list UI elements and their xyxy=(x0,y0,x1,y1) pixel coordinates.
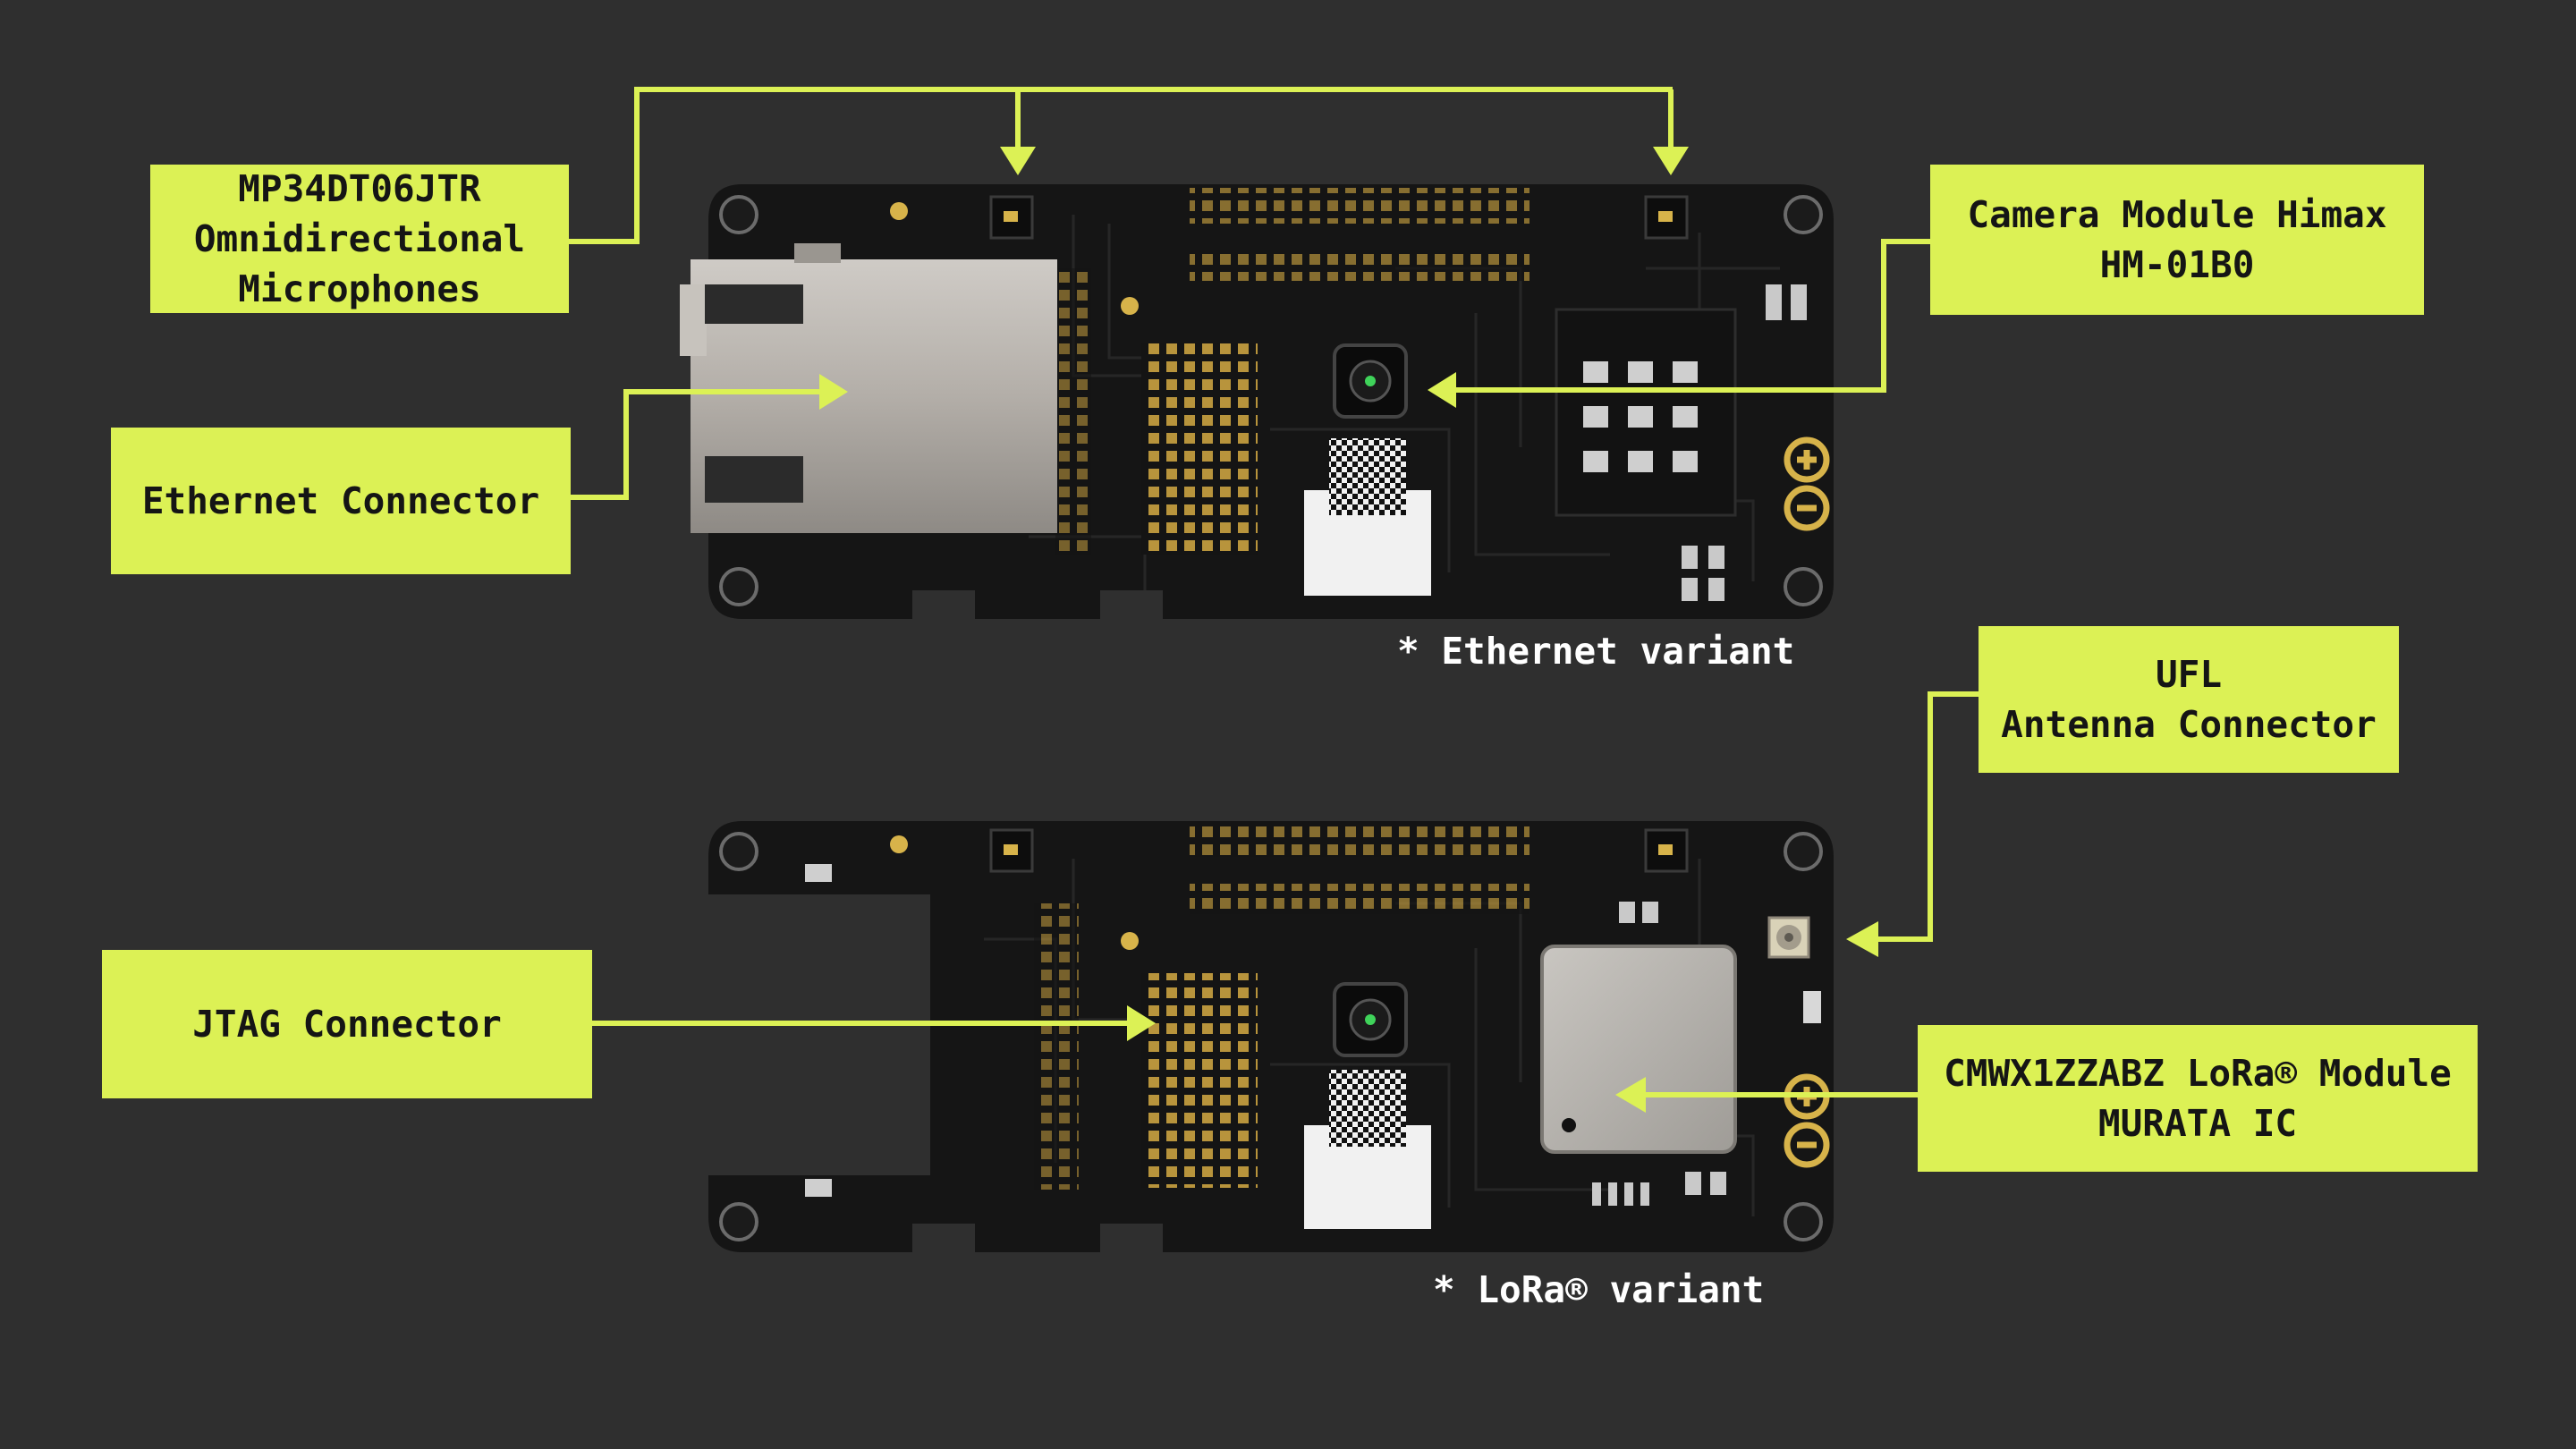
camera-label-line: Camera Module Himax xyxy=(1967,193,2387,236)
microphones-label-line: Omnidirectional xyxy=(193,217,526,260)
ethernet-variant-caption: * Ethernet variant xyxy=(1397,630,1795,673)
microphones-label-line: MP34DT06JTR xyxy=(238,167,481,210)
leader-lines xyxy=(569,87,1979,1097)
lora-variant-board xyxy=(708,821,1834,1252)
ufl-antenna-label-line: Antenna Connector xyxy=(2001,703,2377,746)
microphones-label: MP34DT06JTR Omnidirectional Microphones xyxy=(150,165,569,313)
camera-label-line: HM-01B0 xyxy=(2099,243,2255,286)
lora-module-label-line: CMWX1ZZABZ LoRa® Module xyxy=(1944,1052,2452,1095)
ufl-connector-graphic xyxy=(1767,916,1810,959)
ethernet-connector-label-text: Ethernet Connector xyxy=(141,479,540,522)
camera-label: Camera Module Himax HM-01B0 xyxy=(1930,165,2424,315)
ufl-antenna-label: UFL Antenna Connector xyxy=(1979,626,2399,773)
ufl-antenna-label-line: UFL xyxy=(2155,653,2223,696)
jtag-connector-label-text: JTAG Connector xyxy=(192,1003,502,1046)
arduino-infinity-logo xyxy=(1784,436,1830,531)
lora-module-label: CMWX1ZZABZ LoRa® Module MURATA IC xyxy=(1918,1025,2478,1172)
ethernet-connector-label: Ethernet Connector xyxy=(111,428,571,574)
jtag-connector-label: JTAG Connector xyxy=(102,950,592,1098)
ethernet-variant-board xyxy=(680,184,1834,619)
lora-variant-caption: * LoRa® variant xyxy=(1433,1268,1765,1311)
leader-arrowheads xyxy=(819,147,1878,1113)
lora-module-label-line: MURATA IC xyxy=(2097,1102,2298,1145)
microphones-label-line: Microphones xyxy=(238,267,481,310)
